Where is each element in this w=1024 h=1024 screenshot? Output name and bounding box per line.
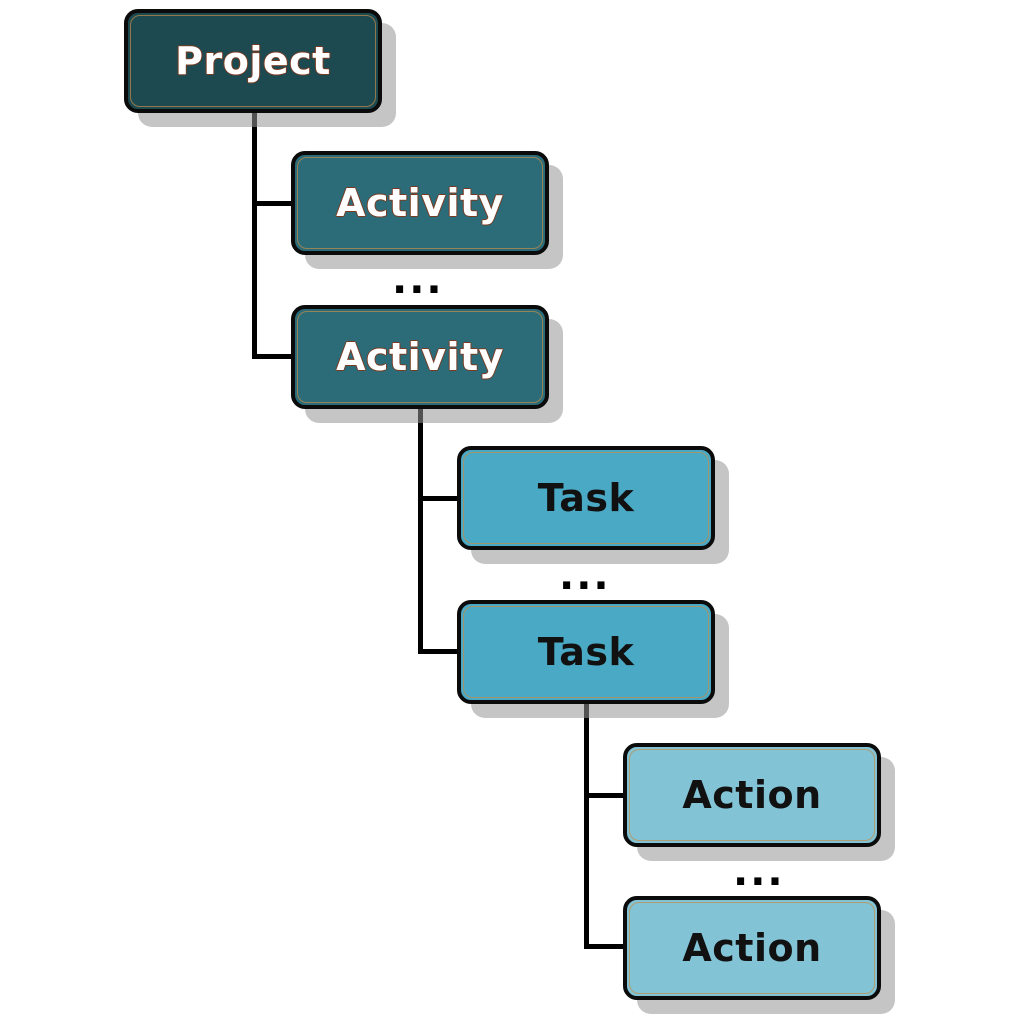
ellipsis-activities: ...	[392, 257, 444, 303]
node-activity-1-label: Activity	[336, 181, 504, 225]
connector-activity-task-2	[418, 649, 460, 654]
ellipsis-actions: ...	[733, 849, 785, 895]
node-action-1: Action	[623, 743, 881, 847]
node-action-2: Action	[623, 896, 881, 1000]
connector-task-trunk	[584, 703, 589, 949]
ellipsis-tasks: ...	[559, 553, 611, 599]
connector-project-activity-2	[252, 354, 294, 359]
node-task-2: Task	[457, 600, 715, 704]
connector-project-activity-1	[252, 201, 294, 206]
connector-task-action-2	[584, 944, 626, 949]
node-task-1: Task	[457, 446, 715, 550]
node-action-1-label: Action	[682, 773, 822, 817]
node-project: Project	[124, 9, 382, 113]
node-activity-2-label: Activity	[336, 335, 504, 379]
connector-project-trunk	[252, 112, 257, 359]
node-activity-2: Activity	[291, 305, 549, 409]
connector-activity-task-1	[418, 496, 460, 501]
connector-activity-trunk	[418, 408, 423, 654]
node-activity-1: Activity	[291, 151, 549, 255]
node-task-1-label: Task	[537, 476, 635, 520]
node-project-label: Project	[175, 39, 331, 83]
connector-task-action-1	[584, 793, 626, 798]
node-action-2-label: Action	[682, 926, 822, 970]
node-task-2-label: Task	[537, 630, 635, 674]
